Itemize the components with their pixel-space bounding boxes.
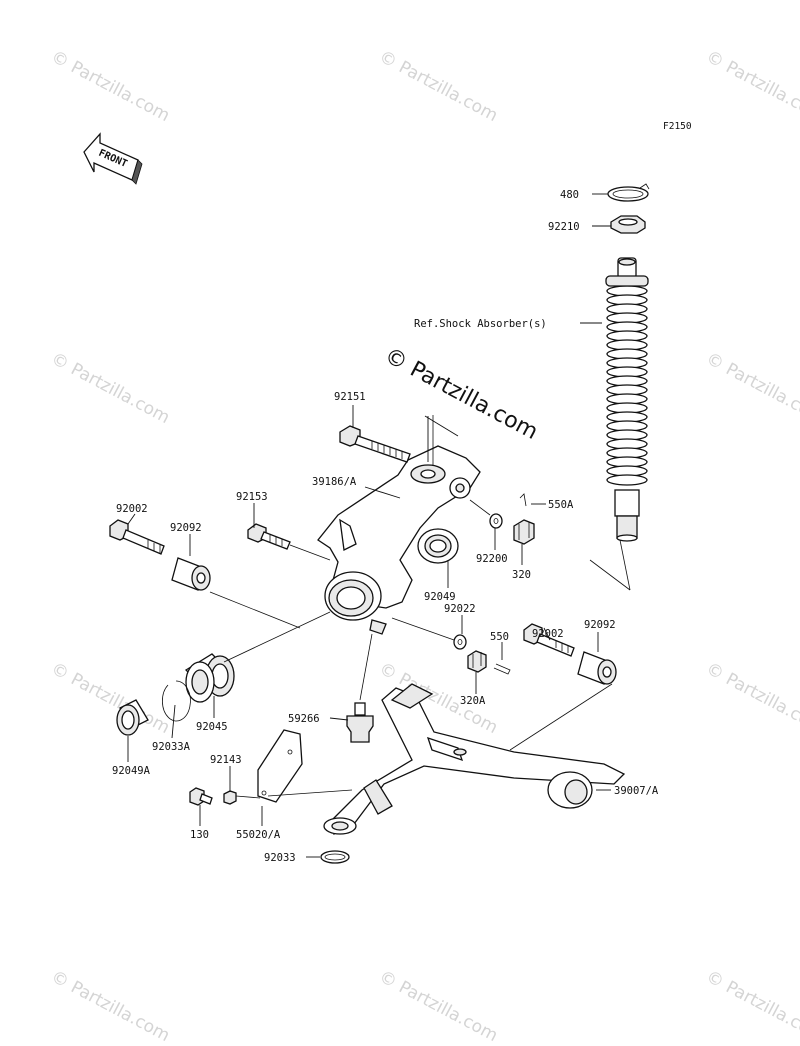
cotter-pin-550 xyxy=(493,663,511,675)
label-92210: 92210 xyxy=(548,221,580,233)
spring-coil xyxy=(606,474,648,486)
watermark-tile: © Partzilla.com xyxy=(48,659,173,738)
steering-knuckle xyxy=(317,445,481,635)
bolt-92002-left xyxy=(109,519,165,555)
castle-nut-320A xyxy=(467,650,487,673)
label-92002-left: 92002 xyxy=(116,503,148,515)
front-arrow-icon: FRONT xyxy=(83,132,143,185)
bearing-92045 xyxy=(184,653,235,703)
watermark-tile: © Partzilla.com xyxy=(48,47,173,126)
bolt-92151 xyxy=(339,425,411,463)
guard-55020A xyxy=(257,729,303,803)
collar-92092-right xyxy=(577,651,617,685)
watermark-tile: © Partzilla.com xyxy=(703,47,800,126)
ball-joint-59266 xyxy=(346,702,374,743)
leader-lines xyxy=(127,193,631,858)
lower-a-arm xyxy=(323,683,626,835)
part-labels: 480 92210 Ref.Shock Absorber(s) 92151 39… xyxy=(112,189,659,864)
seal-92049 xyxy=(417,528,459,564)
label-92092-right: 92092 xyxy=(584,619,616,631)
collar-92143 xyxy=(223,790,237,805)
label-92033: 92033 xyxy=(264,852,296,864)
label-59266: 59266 xyxy=(288,713,320,725)
label-480: 480 xyxy=(560,189,579,201)
watermark-tile: © Partzilla.com xyxy=(48,967,173,1046)
label-550A: 550A xyxy=(548,499,574,511)
collar-92092-left xyxy=(171,557,211,591)
watermark-tile: © Partzilla.com xyxy=(703,349,800,428)
washer-92022 xyxy=(453,634,467,650)
seal-92049A xyxy=(116,699,149,736)
shock-absorber xyxy=(605,183,650,542)
label-320: 320 xyxy=(512,569,531,581)
cotter-pin-550A xyxy=(519,493,527,507)
center-watermark: © Partzilla.com xyxy=(380,343,542,445)
label-39007A: 39007/A xyxy=(614,785,659,797)
watermark-tile: © Partzilla.com xyxy=(48,349,173,428)
label-55020A: 55020/A xyxy=(236,829,281,841)
label-92033A: 92033A xyxy=(152,741,191,753)
diagram-code: F2150 xyxy=(663,121,692,132)
label-92045: 92045 xyxy=(196,721,228,733)
watermark-tile: © Partzilla.com xyxy=(376,47,501,126)
bolt-92153 xyxy=(247,523,291,550)
label-92143: 92143 xyxy=(210,754,242,766)
label-shock-ref: Ref.Shock Absorber(s) xyxy=(414,318,547,330)
label-92151: 92151 xyxy=(334,391,366,403)
watermark-tile: © Partzilla.com xyxy=(703,967,800,1046)
label-92049: 92049 xyxy=(424,591,456,603)
label-92092-left: 92092 xyxy=(170,522,202,534)
label-92200: 92200 xyxy=(476,553,508,565)
castle-nut-320 xyxy=(513,519,535,545)
label-550: 550 xyxy=(490,631,509,643)
watermark-tile: © Partzilla.com xyxy=(376,967,501,1046)
label-320A: 320A xyxy=(460,695,486,707)
circlip-92033A xyxy=(162,680,191,722)
circlip-92033 xyxy=(320,850,350,864)
spring-top-cap xyxy=(605,275,649,287)
bolt-130 xyxy=(189,787,213,806)
label-39186A: 39186/A xyxy=(312,476,357,488)
label-92022: 92022 xyxy=(444,603,476,615)
bolt-92002-right xyxy=(523,623,575,657)
label-92002-right: 92002 xyxy=(532,628,564,640)
watermark-tile: © Partzilla.com xyxy=(703,659,800,738)
washer-92200 xyxy=(489,513,503,529)
label-92049A: 92049A xyxy=(112,765,151,777)
label-130: 130 xyxy=(190,829,209,841)
label-92153: 92153 xyxy=(236,491,268,503)
